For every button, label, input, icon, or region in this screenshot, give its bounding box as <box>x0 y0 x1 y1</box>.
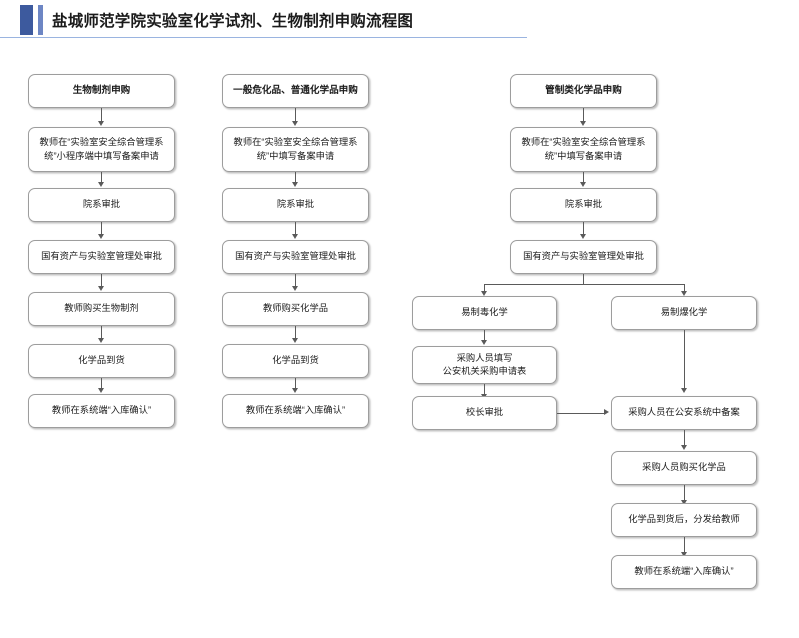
connector-col3-split-left-drop <box>484 284 486 292</box>
node-col2-step3: 院系审批 <box>222 188 369 222</box>
node-col1-step4: 国有资产与实验室管理处审批 <box>28 240 175 274</box>
node-col2-step1: 一般危化品、普通化学品申购 <box>222 74 369 108</box>
connector-branch-left-1-2 <box>484 330 486 341</box>
node-col1-step2: 教师在“实验室安全综合管理系 统”小程序端中填写备案申请 <box>28 127 175 172</box>
arrowhead-col2-3-4 <box>292 234 298 239</box>
arrowhead-col3-branch-left <box>481 291 487 296</box>
node-col2-step4: 国有资产与实验室管理处审批 <box>222 240 369 274</box>
connector-col3-2-3 <box>583 172 585 183</box>
arrowhead-col3-3-4 <box>580 234 586 239</box>
connector-merged-1-2 <box>684 430 686 446</box>
connector-col1-4-5 <box>101 274 103 287</box>
arrowhead-col1-4-5 <box>98 286 104 291</box>
arrowhead-col3-branch-right <box>681 291 687 296</box>
node-col1-step3: 院系审批 <box>28 188 175 222</box>
node-col1-step7: 教师在系统端“入库确认” <box>28 394 175 428</box>
node-col1-step1: 生物制剂申购 <box>28 74 175 108</box>
arrowhead-branch-left-1-2 <box>481 340 487 345</box>
connector-merged-3-4 <box>684 537 686 553</box>
arrowhead-col2-5-6 <box>292 338 298 343</box>
node-merged-step2: 采购人员购买化学品 <box>611 451 757 485</box>
node-col2-step7: 教师在系统端“入库确认” <box>222 394 369 428</box>
connector-col3-split-stem <box>583 274 585 284</box>
node-merged-step3: 化学品到货后，分发给教师 <box>611 503 757 537</box>
arrowhead-left-branch-to-merge <box>604 409 609 415</box>
arrowhead-col3-1-2 <box>580 121 586 126</box>
node-col1-step5: 教师购买生物制剂 <box>28 292 175 326</box>
connector-col2-6-7 <box>295 378 297 389</box>
connector-col1-3-4 <box>101 222 103 235</box>
connector-col2-4-5 <box>295 274 297 287</box>
node-col2-step6: 化学品到货 <box>222 344 369 378</box>
arrowhead-col1-1-2 <box>98 121 104 126</box>
arrowhead-col1-6-7 <box>98 388 104 393</box>
connector-col3-1-2 <box>583 108 585 122</box>
connector-merged-2-3 <box>684 485 686 501</box>
node-col1-step6: 化学品到货 <box>28 344 175 378</box>
node-branch-left-step2: 采购人员填写 公安机关采购申请表 <box>412 346 557 384</box>
arrowhead-merged-1-2 <box>681 445 687 450</box>
arrowhead-merged-2-3 <box>681 500 687 505</box>
node-merged-step4: 教师在系统端“入库确认” <box>611 555 757 589</box>
connector-branch-left-2-3 <box>484 384 486 395</box>
arrowhead-col1-2-3 <box>98 182 104 187</box>
connector-col1-5-6 <box>101 326 103 339</box>
header-accent-bar-light <box>38 5 43 35</box>
connector-col1-2-3 <box>101 172 103 183</box>
node-branch-left-step1: 易制毒化学 <box>412 296 557 330</box>
arrowhead-col2-1-2 <box>292 121 298 126</box>
node-branch-left-step3: 校长审批 <box>412 396 557 430</box>
arrowhead-branch-right-to-merge <box>681 388 687 393</box>
connector-col3-split-right-drop <box>684 284 686 292</box>
arrowhead-col3-2-3 <box>580 182 586 187</box>
header-accent-bar-dark <box>20 5 33 35</box>
connector-col2-3-4 <box>295 222 297 235</box>
arrowhead-col2-4-5 <box>292 286 298 291</box>
node-col2-step5: 教师购买化学品 <box>222 292 369 326</box>
node-merged-step1: 采购人员在公安系统中备案 <box>611 396 757 430</box>
connector-col2-1-2 <box>295 108 297 122</box>
connector-col3-3-4 <box>583 222 585 235</box>
node-col3-step2: 教师在“实验室安全综合管理系 统”中填写备案申请 <box>510 127 657 172</box>
node-col3-step4: 国有资产与实验室管理处审批 <box>510 240 657 274</box>
node-col2-step2: 教师在“实验室安全综合管理系 统”中填写备案申请 <box>222 127 369 172</box>
connector-branch-right-to-merge <box>684 330 686 389</box>
connector-col2-2-3 <box>295 172 297 183</box>
connector-col2-5-6 <box>295 326 297 339</box>
connector-col1-6-7 <box>101 378 103 389</box>
node-branch-right-step1: 易制爆化学 <box>611 296 757 330</box>
page-title: 盐城师范学院实验室化学试剂、生物制剂申购流程图 <box>52 13 414 30</box>
connector-col3-split-bus <box>484 284 684 286</box>
connector-left-branch-to-merge <box>557 413 605 415</box>
node-col3-step3: 院系审批 <box>510 188 657 222</box>
header-divider <box>0 37 527 38</box>
arrowhead-merged-3-4 <box>681 552 687 557</box>
connector-col1-1-2 <box>101 108 103 122</box>
arrowhead-col2-2-3 <box>292 182 298 187</box>
arrowhead-col1-3-4 <box>98 234 104 239</box>
arrowhead-col2-6-7 <box>292 388 298 393</box>
arrowhead-col1-5-6 <box>98 338 104 343</box>
node-col3-step1: 管制类化学品申购 <box>510 74 657 108</box>
